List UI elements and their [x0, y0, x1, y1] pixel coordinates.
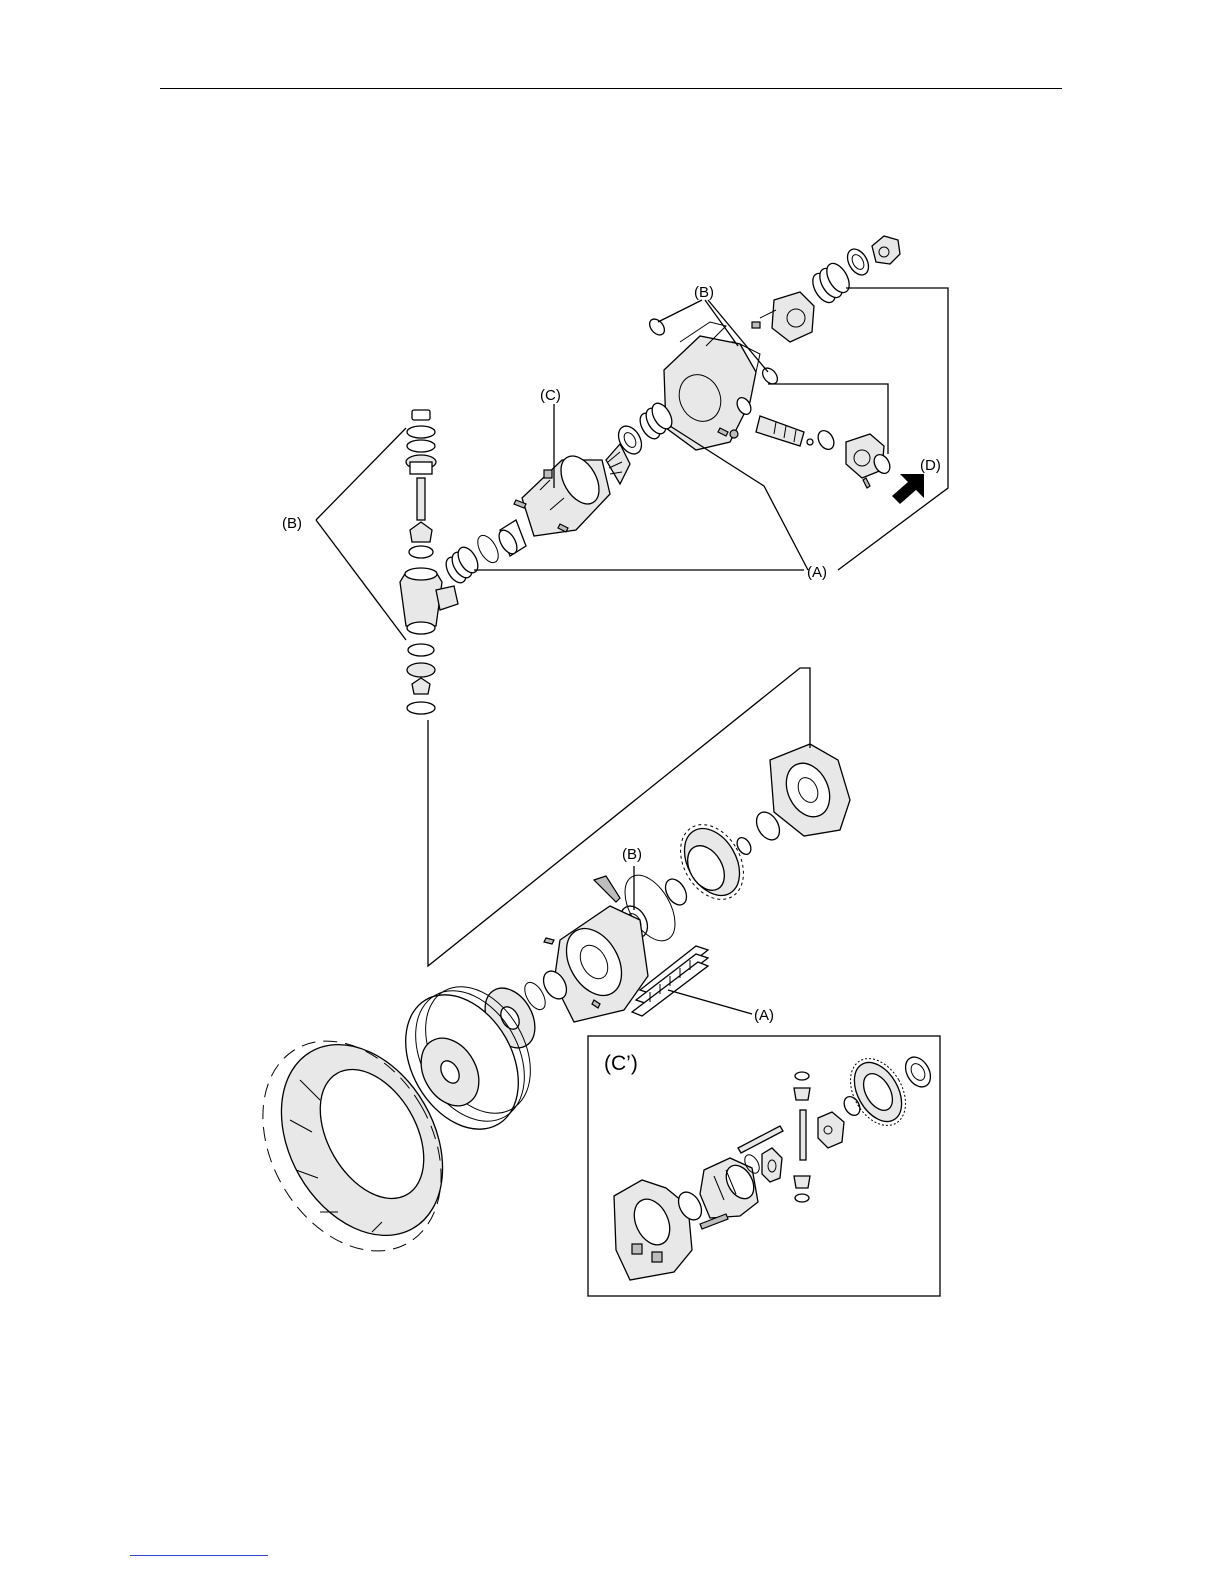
- label-a-lower: (A): [754, 1007, 774, 1024]
- sleeve-and-oring: [474, 520, 526, 566]
- inset-cross-pin: [800, 1110, 806, 1160]
- differential-case: [514, 449, 610, 536]
- end-gear-cap: [872, 236, 900, 264]
- label-b-top: (B): [694, 284, 714, 301]
- pin-lower: [594, 876, 620, 902]
- pinion-shaft: [734, 395, 837, 452]
- flange-hub-right: [846, 434, 893, 488]
- direction-arrow: [892, 474, 924, 504]
- label-b-left: (B): [282, 515, 302, 532]
- bearing-top-right: [843, 245, 873, 278]
- label-c: (C): [540, 387, 561, 404]
- footer-link-rule: [130, 1555, 268, 1556]
- label-b-lower: (B): [622, 846, 642, 863]
- bearing-final-2: [661, 875, 691, 908]
- pinion-housing-right: [752, 292, 814, 342]
- label-c-prime: (C’): [604, 1052, 638, 1075]
- seal-final: [734, 835, 753, 857]
- label-a-middle: (A): [807, 564, 827, 581]
- brake-housing: [544, 906, 648, 1022]
- shim-stack-right: [808, 260, 854, 307]
- inset-box-c-prime: [588, 1036, 940, 1296]
- final-case: [770, 744, 850, 836]
- label-d: (D): [920, 457, 941, 474]
- shim-stack-left: [442, 544, 482, 586]
